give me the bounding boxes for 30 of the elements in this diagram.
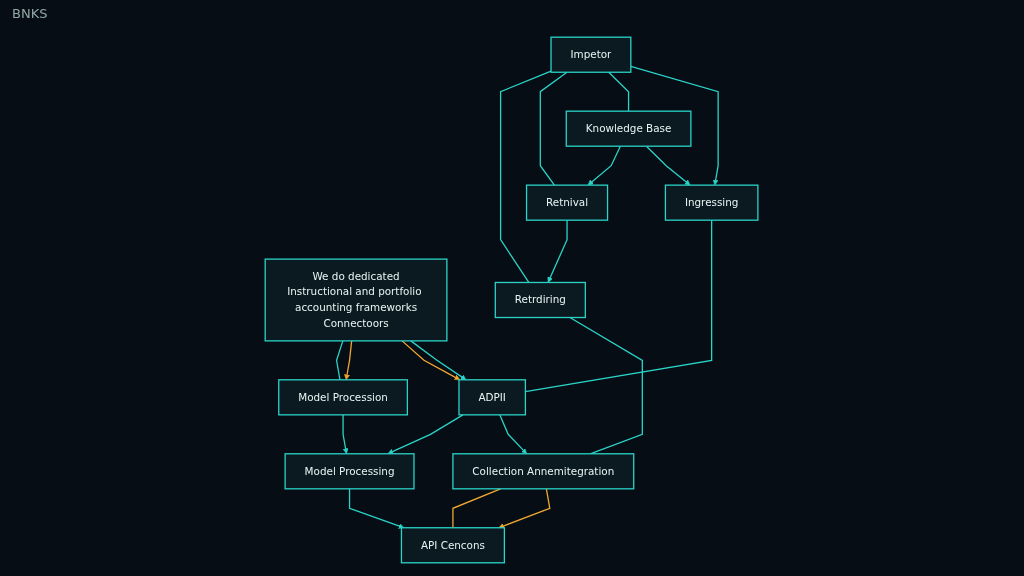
node-box: We do dedicated Instructional and portfolio accounting frameworks Connectoors: [265, 258, 448, 342]
arrow: [344, 340, 353, 381]
connector: [525, 219, 713, 393]
arrow: [410, 340, 467, 381]
node-box: Impetor: [550, 36, 632, 73]
arrow: [388, 414, 465, 455]
node-box: Collection Annemitegration: [452, 453, 635, 490]
connector: [540, 71, 569, 186]
node-box: Model Procession: [278, 379, 409, 416]
arrow: [499, 488, 551, 529]
connector: [608, 71, 630, 112]
arrow: [349, 488, 405, 529]
node-box: Knowledge Base: [566, 110, 692, 147]
connector: [500, 70, 553, 284]
node-box: Model Processing: [284, 453, 416, 490]
arrow: [548, 219, 569, 283]
connector: [452, 488, 502, 529]
arrow: [646, 145, 691, 186]
note-text: BNKS: [12, 6, 48, 21]
arrow: [588, 145, 622, 186]
node-box: API Cencons: [401, 527, 506, 564]
node-box: Retnival: [526, 184, 609, 221]
arrow: [401, 340, 461, 381]
node-box: ADPII: [458, 379, 527, 416]
arrow: [499, 414, 528, 455]
node-box: Ingressing: [665, 184, 759, 221]
connector: [569, 316, 644, 455]
node-box: Retrdiring: [495, 281, 587, 319]
connector: [336, 340, 344, 381]
arrow: [342, 414, 349, 455]
